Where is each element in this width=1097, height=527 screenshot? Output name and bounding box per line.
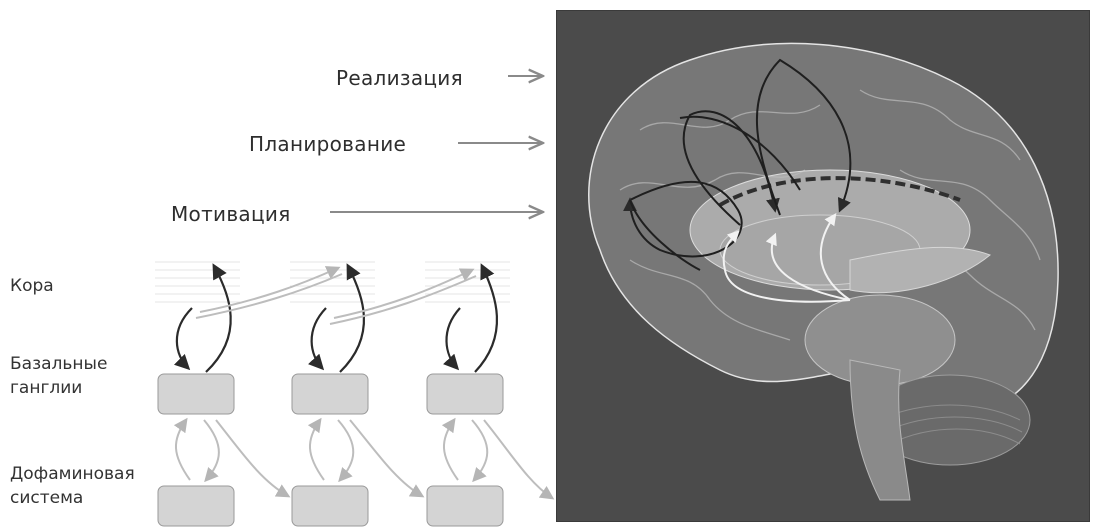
dopamine-box-1 — [158, 486, 234, 526]
dopamine-box-3 — [427, 486, 503, 526]
cortex-transfer-arrows — [196, 268, 476, 324]
cortico-basal-loops — [177, 266, 497, 372]
cortex-stripes — [155, 262, 510, 302]
brain-image — [589, 43, 1058, 500]
basal-ganglia-box-3 — [427, 374, 503, 414]
dopamine-box-2 — [292, 486, 368, 526]
basal-ganglia-box-2 — [292, 374, 368, 414]
basal-ganglia-box-1 — [158, 374, 234, 414]
